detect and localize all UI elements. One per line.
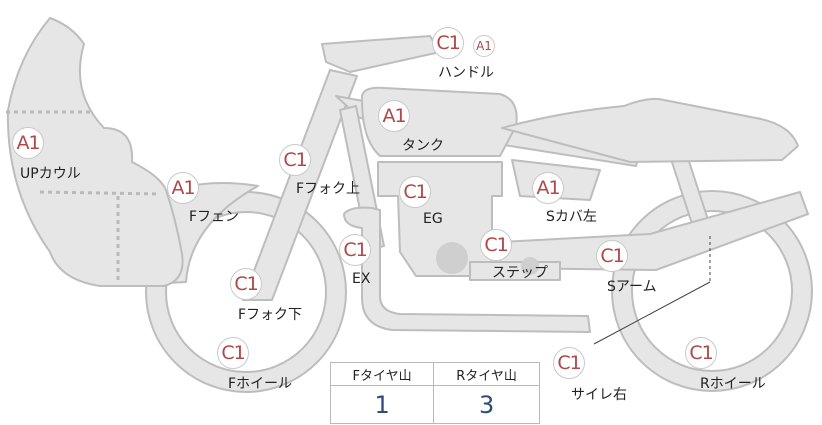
part-label-handle: ハンドル [438, 65, 494, 81]
upper-cowl-shape [6, 17, 184, 287]
grade-badge-tank: A1 [378, 100, 410, 132]
cowl-seam-lines [6, 110, 161, 280]
handlebar-shape [321, 35, 441, 73]
grade-badge-f-fork-lower: C1 [230, 268, 262, 300]
rear-tread-value: 3 [433, 385, 540, 424]
part-label-f-fork-lower: Fフォク下 [238, 307, 303, 323]
part-label-up-cowl: UPカウル [20, 166, 81, 182]
part-label-f-wheel: Fホイール [228, 376, 293, 392]
grade-badge-side-rail-right: C1 [553, 347, 585, 379]
grade-badge-r-wheel: C1 [685, 337, 717, 369]
grade-badge-f-fender: A1 [167, 172, 199, 204]
part-label-f-fender: Fフェン [189, 209, 240, 225]
side-rail-leader-line [593, 236, 711, 345]
grade-badge-f-wheel: C1 [217, 337, 249, 369]
part-label-step: ステップ [492, 265, 548, 281]
part-label-eg: EG [423, 211, 443, 227]
rear-wheel-shape [611, 190, 813, 392]
part-label-tank: タンク [402, 138, 444, 154]
part-label-ex: EX [352, 271, 371, 287]
grade-badge-up-cowl: A1 [12, 127, 44, 159]
grade-badge-s-cover-left: A1 [532, 172, 564, 204]
front-tread-value: 1 [329, 385, 435, 424]
tire-tread-table: Fタイヤ山 Rタイヤ山 1 3 [329, 362, 540, 424]
step-detail [521, 257, 539, 275]
grade-badge-handle: C1 [432, 27, 464, 59]
part-label-s-cover-left: Sカバ左 [546, 209, 597, 225]
part-label-r-wheel: Rホイール [700, 376, 766, 392]
part-label-f-fork-upper: Fフォク上 [296, 181, 361, 197]
grade-badge-ex: C1 [339, 234, 371, 266]
engine-case-detail [436, 242, 468, 274]
seat-shape [501, 97, 799, 163]
rear-tread-header: Rタイヤ山 [433, 362, 540, 386]
part-label-s-arm: Sアーム [607, 279, 657, 295]
exhaust-shape [343, 206, 591, 333]
grade-badge-f-fork-upper: C1 [279, 144, 311, 176]
part-label-side-rail-right: サイレ右 [571, 387, 627, 403]
grade-badge-step: C1 [480, 229, 512, 261]
front-tread-header: Fタイヤ山 [329, 362, 435, 386]
grade-badge-eg: C1 [399, 176, 431, 208]
grade-badge-handle-secondary: A1 [473, 35, 495, 57]
grade-badge-s-arm: C1 [596, 240, 628, 272]
